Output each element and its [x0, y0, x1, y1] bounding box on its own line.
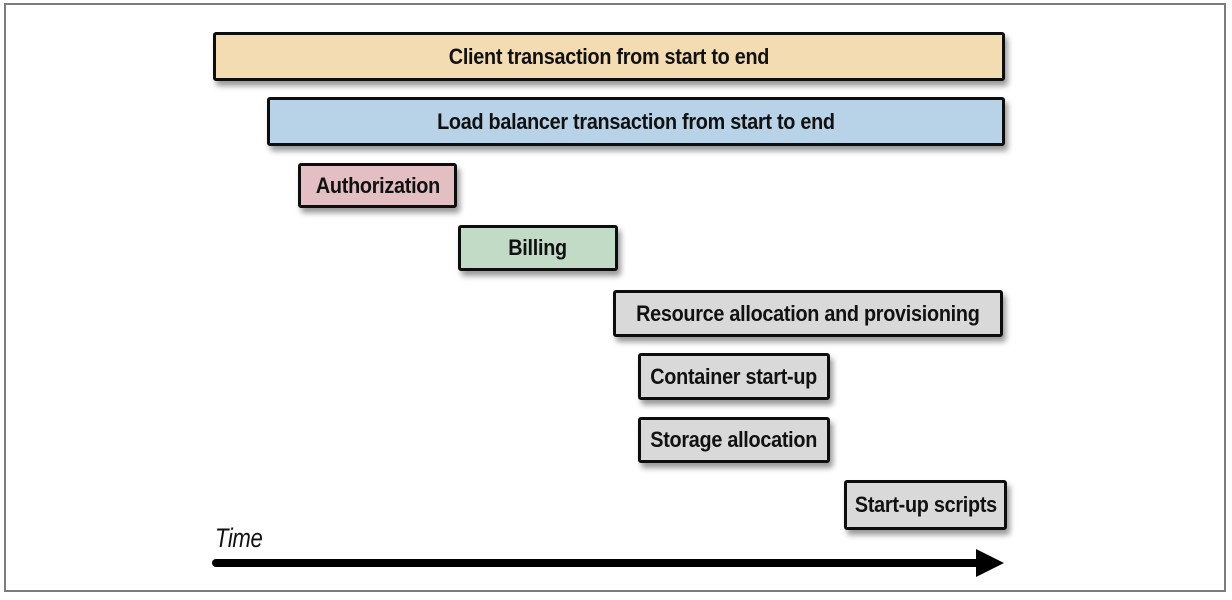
- bar-authorization-label: Authorization: [315, 172, 440, 198]
- time-axis-arrow-head-icon: [976, 549, 1004, 577]
- bar-client-transaction-label: Client transaction from start to end: [448, 43, 770, 69]
- time-axis-arrow-line: [212, 559, 980, 567]
- bar-load-balancer-transaction: Load balancer transaction from start to …: [267, 97, 1005, 146]
- bar-start-up-scripts: Start-up scripts: [844, 480, 1007, 530]
- bar-container-start-up-label: Container start-up: [650, 363, 818, 389]
- bar-authorization: Authorization: [298, 163, 457, 208]
- bar-container-start-up: Container start-up: [638, 353, 830, 400]
- bar-storage-allocation: Storage allocation: [638, 417, 830, 463]
- bar-client-transaction: Client transaction from start to end: [213, 32, 1005, 81]
- bar-start-up-scripts-label: Start-up scripts: [854, 492, 997, 517]
- bar-billing-label: Billing: [508, 235, 568, 260]
- bar-resource-allocation-provisioning: Resource allocation and provisioning: [613, 290, 1003, 337]
- bar-load-balancer-transaction-label: Load balancer transaction from start to …: [437, 108, 835, 134]
- bar-billing: Billing: [458, 225, 618, 271]
- bar-resource-allocation-provisioning-label: Resource allocation and provisioning: [636, 300, 980, 326]
- bar-storage-allocation-label: Storage allocation: [650, 427, 818, 452]
- time-axis-label: Time: [215, 523, 263, 553]
